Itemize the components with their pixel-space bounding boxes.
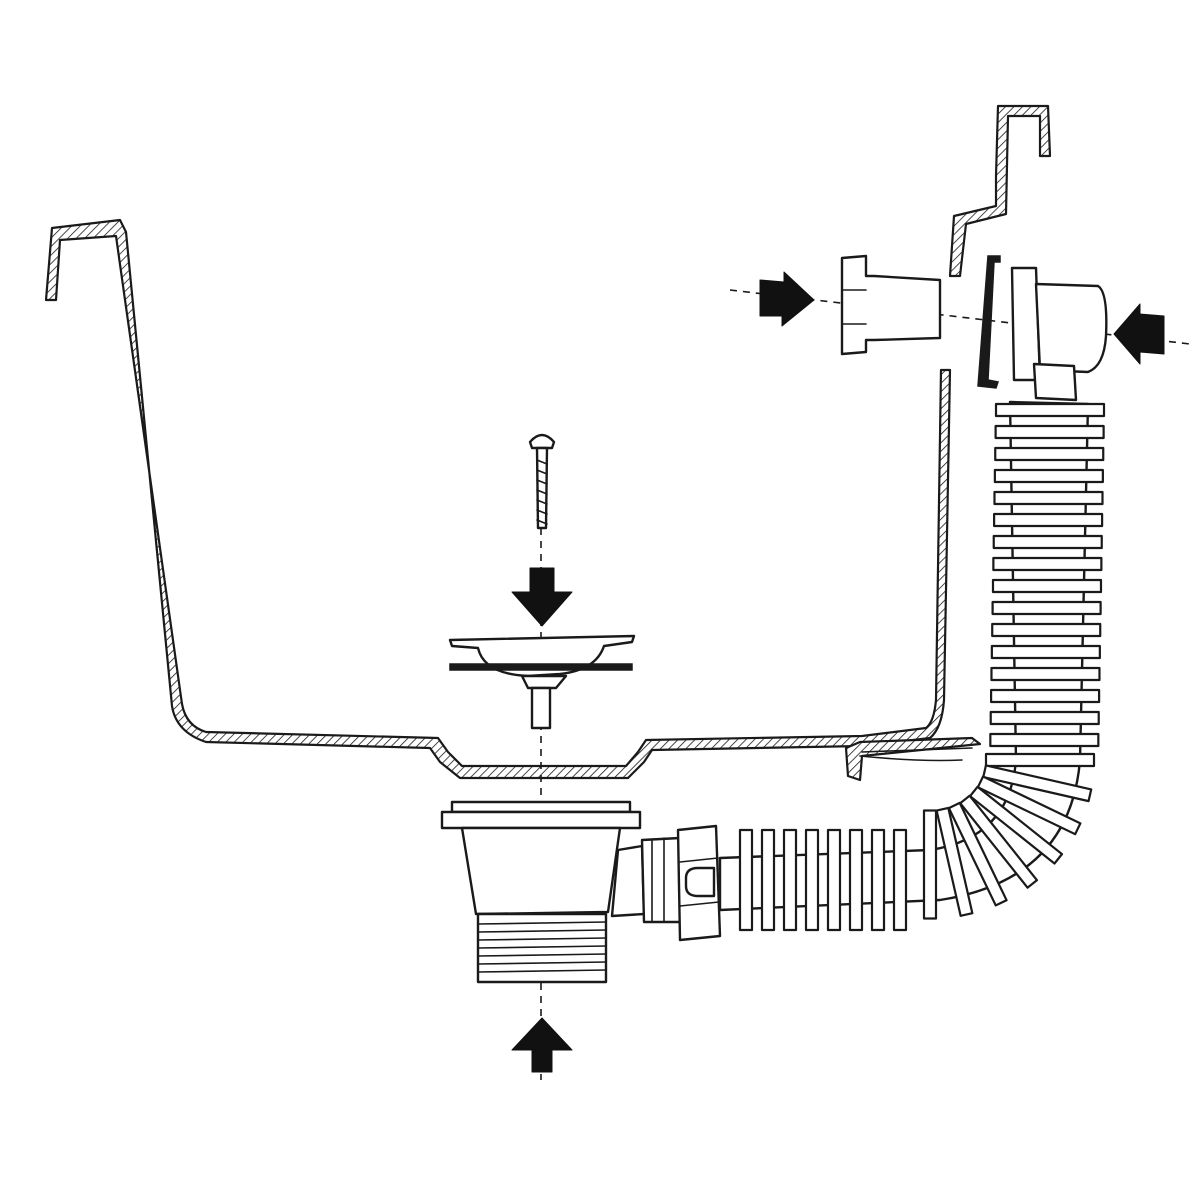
arrow-left-overflow (1113, 303, 1165, 365)
waste-body (440, 810, 722, 984)
hose-rib (982, 764, 1093, 803)
hose-rib (993, 512, 1104, 528)
strainer-plug (448, 634, 636, 730)
hose-rib (848, 828, 864, 932)
hose-rib (993, 468, 1104, 484)
hose-rib (991, 600, 1102, 616)
hose-rib (947, 801, 1008, 907)
hose-rib (994, 424, 1105, 440)
hose-rib (826, 828, 842, 932)
hose-rib (992, 534, 1103, 550)
hose-rib (782, 828, 798, 932)
hose-rib (760, 828, 776, 932)
hose-rib (994, 446, 1105, 462)
hose-rib (935, 806, 974, 917)
hose-rib (870, 828, 886, 932)
sealing-washer (450, 800, 632, 814)
hose-rib (989, 688, 1101, 704)
overflow-panel (948, 104, 1052, 278)
hose-rib (994, 402, 1106, 418)
hose-rib (738, 828, 754, 932)
hose-rib (892, 828, 908, 932)
hose-rib (992, 556, 1103, 572)
flexible-hose (718, 400, 1106, 932)
hose-rib (804, 828, 820, 932)
arrow-right-overflow (759, 271, 815, 327)
hose-rib (989, 732, 1100, 748)
hose-rib (989, 710, 1100, 726)
hose-rib (990, 644, 1101, 660)
overflow-connector (840, 254, 942, 356)
arrow-down-top (511, 567, 573, 627)
arrow-up-bottom (511, 1017, 573, 1073)
hose-rib (993, 490, 1104, 506)
hose-rib (976, 775, 1082, 836)
overflow-head (977, 255, 1108, 402)
screw (528, 433, 556, 530)
hose-rib (984, 752, 1096, 768)
sink-bowl (44, 218, 982, 782)
hose-rib (990, 666, 1101, 682)
hose-rib (991, 622, 1102, 638)
hose-rib (922, 809, 938, 920)
hose-rib (968, 785, 1064, 865)
hose-rib (991, 578, 1103, 594)
hose-rib (959, 794, 1039, 889)
